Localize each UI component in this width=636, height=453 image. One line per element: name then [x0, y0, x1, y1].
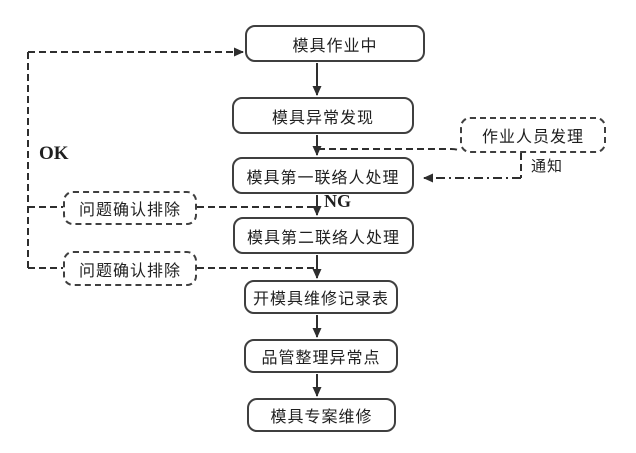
- node-label: 模具专案维修: [270, 409, 373, 426]
- node-label: 模具异常发现: [271, 109, 374, 127]
- node-label: 作业人员发理: [481, 129, 584, 146]
- line-branch-to-operator: [318, 148, 460, 153]
- node-problem-confirmed-resolved-1: 问题确认排除: [63, 191, 197, 225]
- label-ok: OK: [39, 143, 69, 164]
- node-problem-confirmed-resolved-2: 问题确认排除: [63, 251, 197, 286]
- node-mold-special-repair: 模具专案维修: [247, 398, 396, 432]
- node-second-contact-handling: 模具第二联络人处理: [233, 217, 414, 254]
- node-label: 问题确认排除: [78, 262, 181, 280]
- label-ng: NG: [324, 191, 351, 211]
- node-label: 品管整理异常点: [261, 350, 381, 367]
- label-notify: 通知: [531, 158, 564, 175]
- node-label: 开模具维修记录表: [252, 291, 389, 308]
- node-label: 模具第一联络人处理: [246, 169, 400, 187]
- node-label: 模具作业中: [292, 37, 378, 55]
- node-qc-organize-abnormal-points: 品管整理异常点: [244, 339, 398, 373]
- node-mold-abnormality-found: 模具异常发现: [232, 97, 414, 134]
- node-label: 模具第二联络人处理: [246, 229, 400, 247]
- node-open-repair-record: 开模具维修记录表: [244, 280, 398, 314]
- node-mold-in-operation: 模具作业中: [245, 25, 425, 62]
- node-label: 问题确认排除: [78, 202, 181, 219]
- node-operator-handling: 作业人员发理: [460, 117, 606, 153]
- node-first-contact-handling: 模具第一联络人处理: [232, 157, 414, 194]
